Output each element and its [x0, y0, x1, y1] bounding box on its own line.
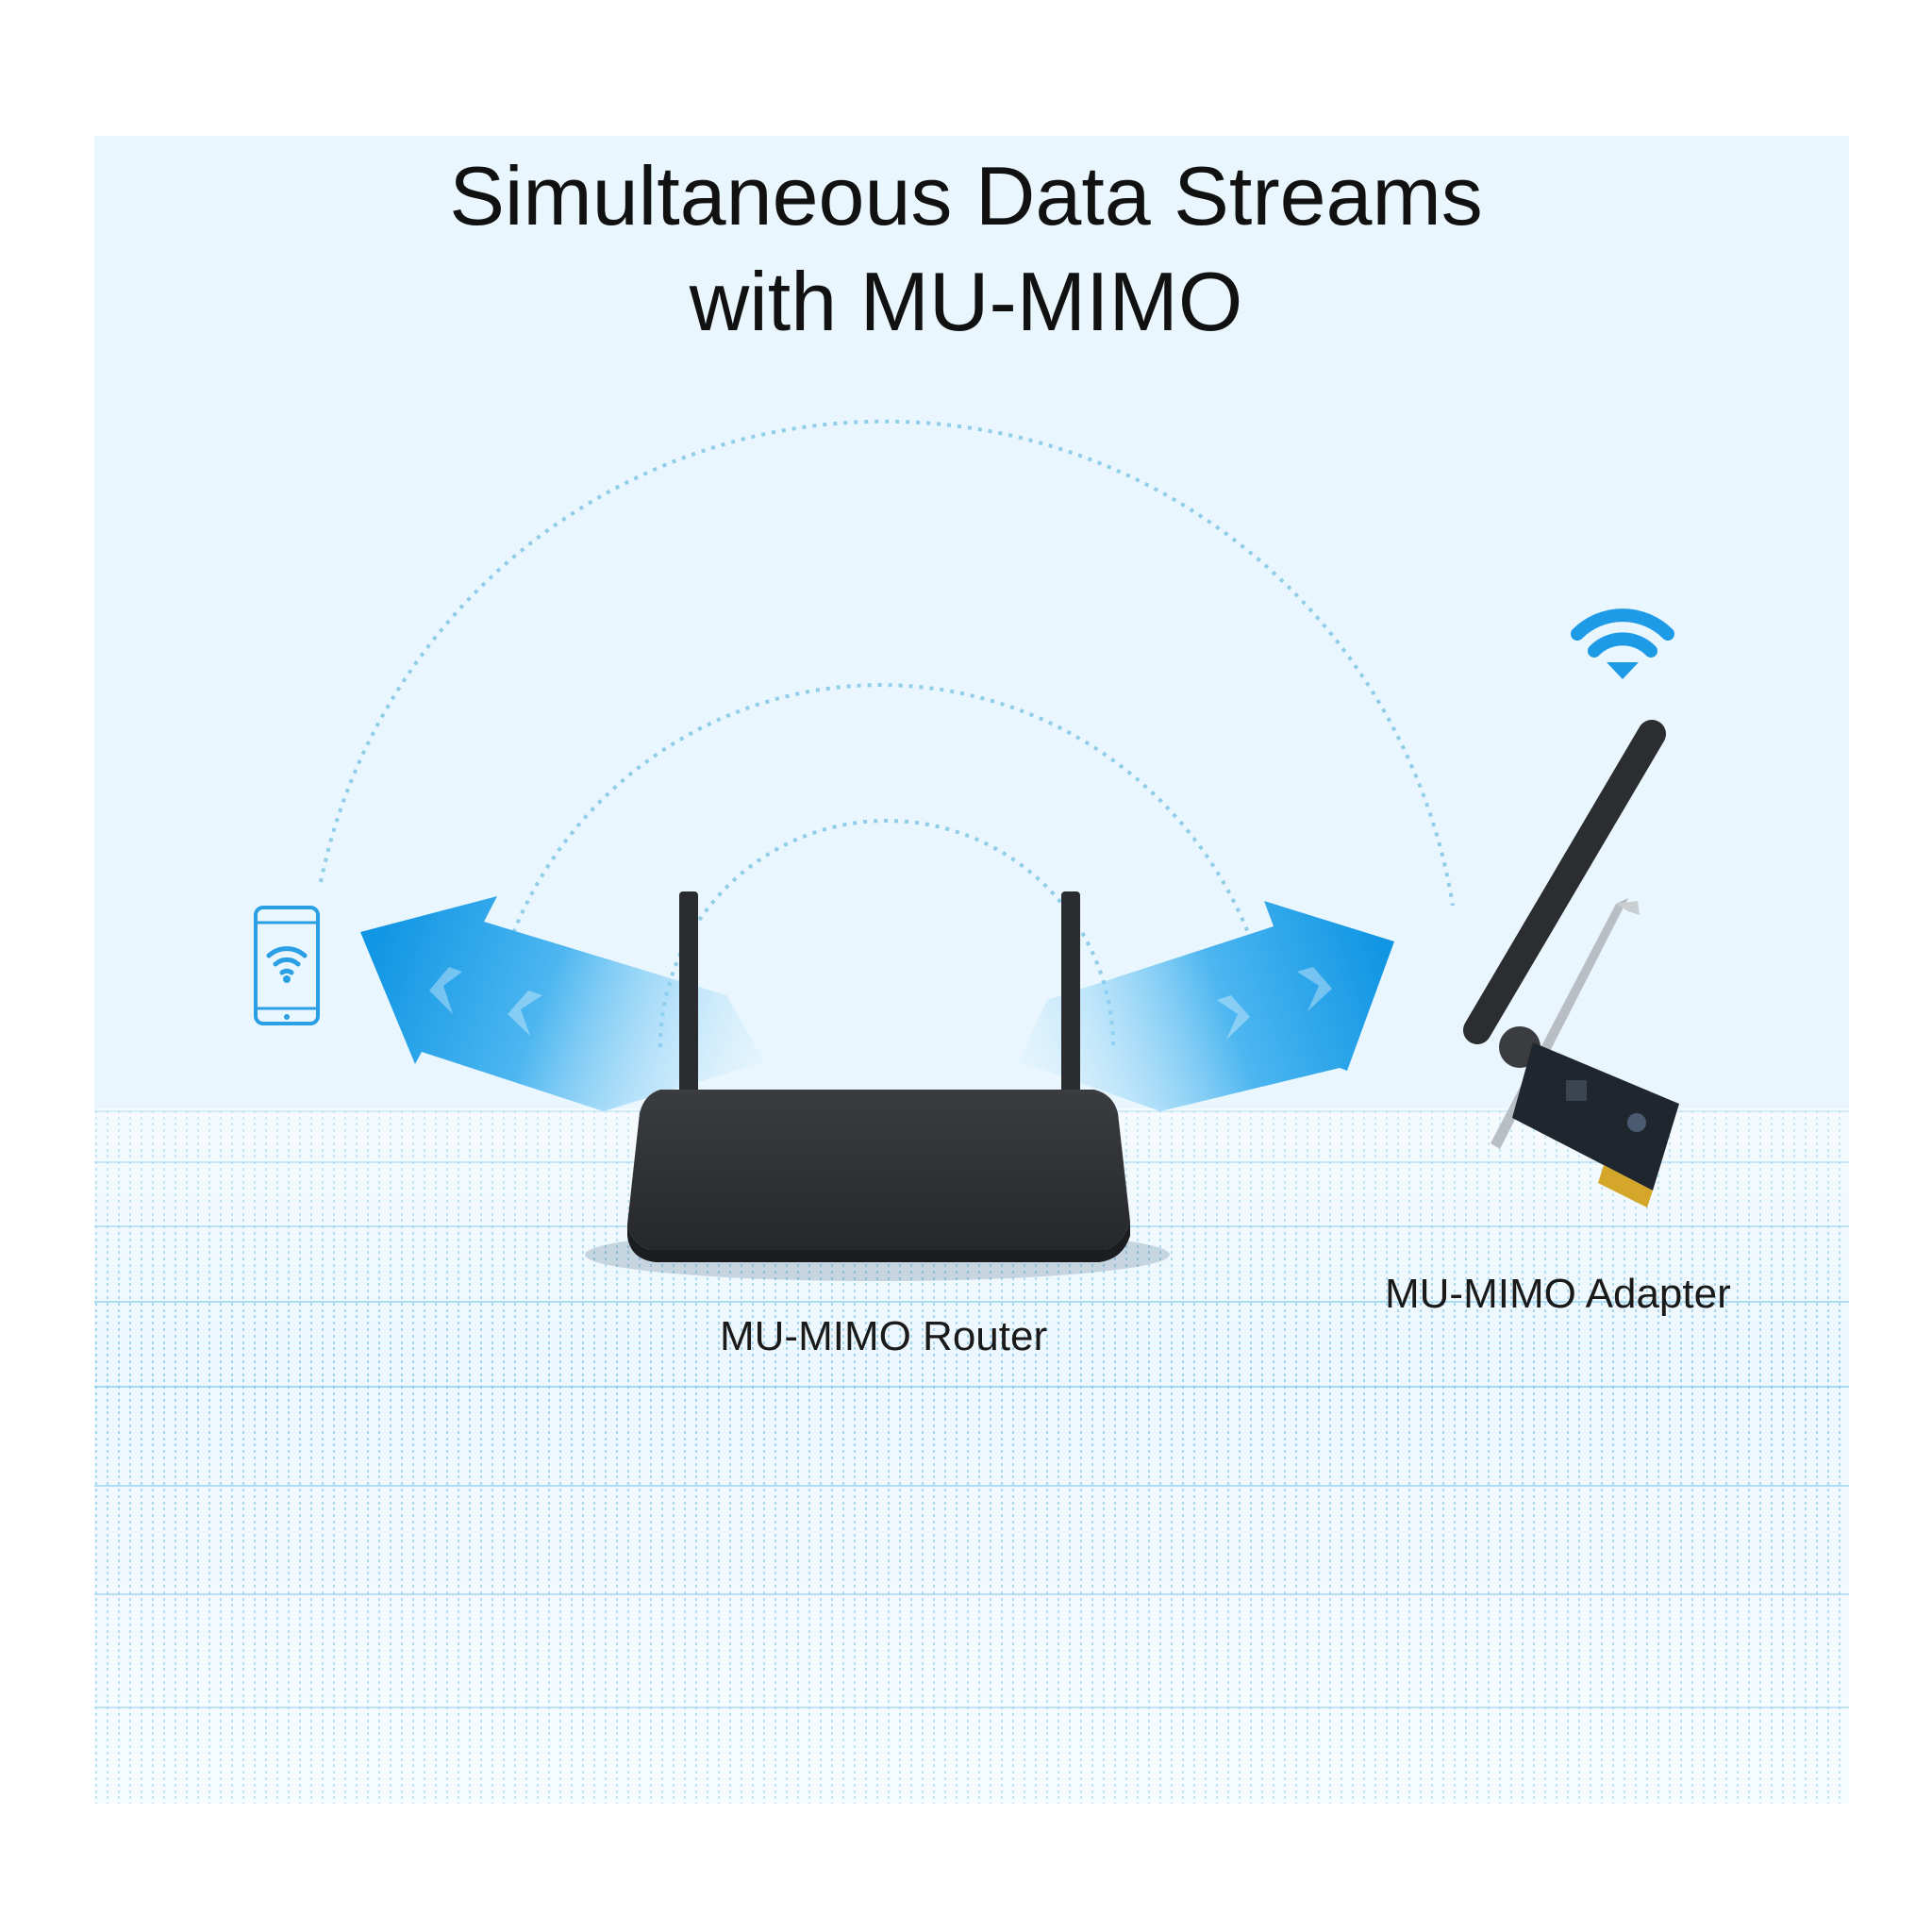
pcie-wifi-adapter	[1463, 720, 1679, 1208]
title-line-1: Simultaneous Data Streams	[449, 149, 1483, 242]
wifi-icon	[1571, 608, 1674, 658]
wifi-icon-dot	[1607, 662, 1639, 679]
page-title: Simultaneous Data Streams with MU-MIMO	[0, 143, 1932, 355]
signal-arcs	[319, 419, 1455, 1048]
adapter-label: MU-MIMO Adapter	[1385, 1271, 1731, 1317]
title-line-2: with MU-MIMO	[689, 255, 1243, 348]
data-stream-arrow-right	[1019, 901, 1394, 1111]
router-label: MU-MIMO Router	[720, 1313, 1048, 1359]
wifi-icon	[266, 946, 308, 975]
data-stream-arrow-left	[360, 896, 764, 1111]
smartphone-icon	[254, 906, 320, 1025]
router-device	[585, 891, 1170, 1281]
